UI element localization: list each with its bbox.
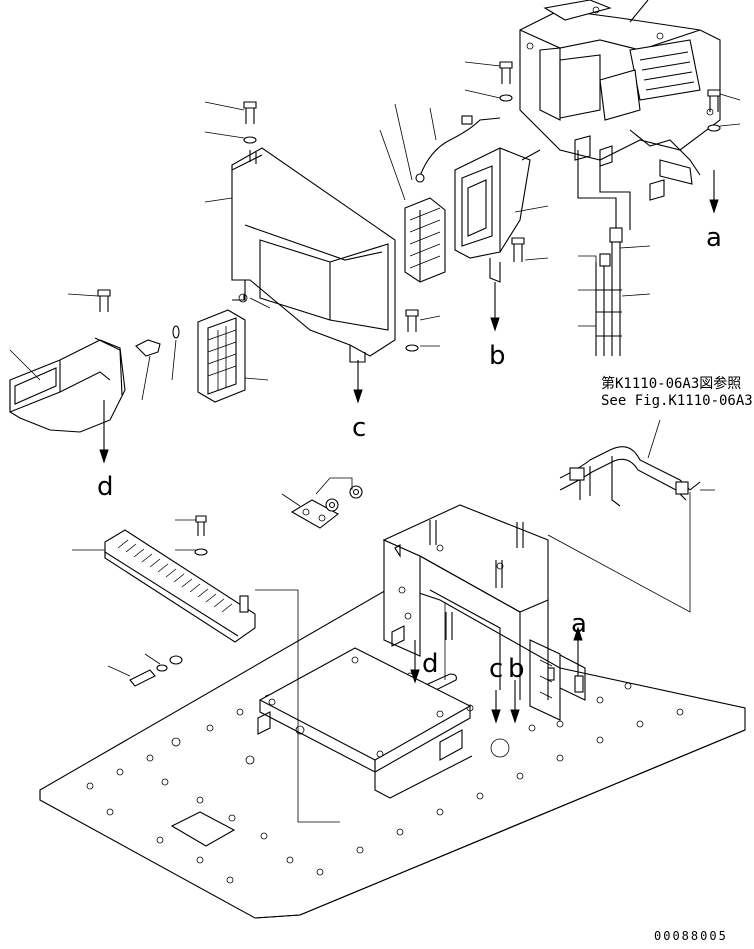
heater-hoses	[577, 150, 631, 356]
callout-a-lower: a	[571, 609, 587, 639]
drawing-number: 00088005	[654, 929, 728, 943]
upper-duct	[454, 147, 541, 283]
air-filter	[404, 197, 446, 283]
connection-lines	[255, 492, 691, 823]
air-conditioner-unit	[519, 0, 721, 201]
wire-harness	[415, 115, 501, 183]
lower-louver-panel	[104, 529, 256, 643]
reference-jp: 第K1110-06A3図参照	[601, 375, 741, 392]
callout-b-upper: b	[489, 341, 506, 371]
lower-box	[257, 647, 473, 799]
callout-c-lower: c	[489, 654, 503, 684]
piping-ref	[559, 446, 701, 507]
small-grille	[197, 309, 246, 403]
flow-arrows	[99, 170, 719, 724]
fasteners	[97, 61, 721, 687]
callout-c-upper: c	[352, 413, 366, 443]
callout-d-lower: d	[422, 649, 439, 679]
callout-d-upper: d	[97, 472, 114, 502]
callout-a-upper: a	[706, 223, 722, 253]
rear-cover	[231, 147, 396, 363]
callout-b-lower: b	[508, 654, 525, 684]
reference-en: See Fig.K1110-06A3	[601, 393, 753, 409]
leader-lines	[9, 61, 741, 677]
console-frame	[382, 504, 586, 721]
left-duct	[9, 337, 126, 433]
switch-parts	[290, 485, 363, 529]
